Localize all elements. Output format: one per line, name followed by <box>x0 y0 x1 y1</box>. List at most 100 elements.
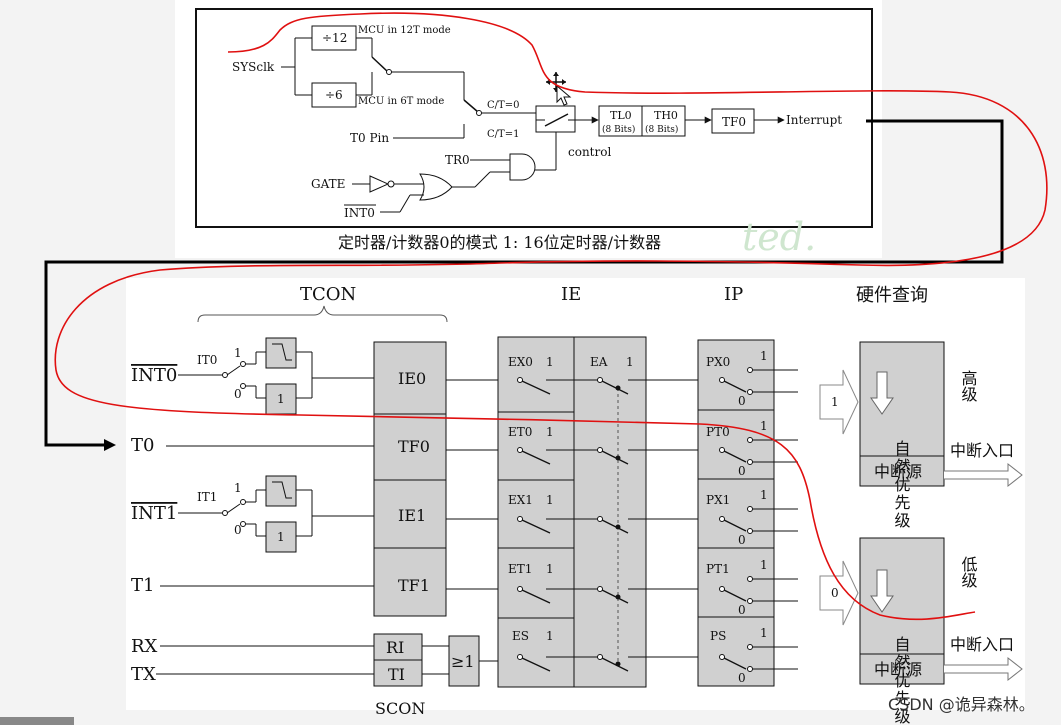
it1-one: 1 <box>234 481 242 495</box>
entry-label-2: 中断入口 <box>950 635 1014 654</box>
move-cursor-icon <box>546 72 572 106</box>
pt0-one: 1 <box>760 419 768 433</box>
red-annotation-loop <box>54 12 1048 621</box>
ie-ex1: EX1 <box>508 493 533 507</box>
scon-flags: RI TI SCON ≥1 <box>156 633 498 718</box>
flag-ie0: IE0 <box>398 369 426 388</box>
high-priority-arrow <box>819 369 859 435</box>
not-gate <box>369 175 390 193</box>
low-level-label: 低级 <box>959 556 978 588</box>
level-box <box>265 383 297 415</box>
entry-label-1: 中断入口 <box>950 441 1014 460</box>
tl0-bits: (8 Bits) <box>602 124 635 135</box>
edge-detector-box <box>265 337 297 369</box>
flag-ti: TI <box>388 665 405 684</box>
scon-header: SCON <box>375 699 425 718</box>
it0-zero: 0 <box>234 387 242 401</box>
down-arrow-icon-2 <box>870 569 894 613</box>
interrupt-label: Interrupt <box>786 113 842 127</box>
th0-bits: (8 Bits) <box>645 124 678 135</box>
ip-px0: PX0 <box>706 355 730 369</box>
source-label-1: 中断源 <box>874 462 922 481</box>
divide-by-6-label: ÷6 <box>325 88 343 102</box>
ea-one: 1 <box>626 355 634 369</box>
level-box-one: 1 <box>277 392 285 406</box>
int1-input: INT1 <box>131 503 177 524</box>
ip-header: IP <box>724 284 743 305</box>
th0-register <box>641 105 686 137</box>
it0-label: IT0 <box>197 353 217 367</box>
ip-pt1: PT1 <box>706 562 730 576</box>
arrow-low-label: 0 <box>831 586 839 600</box>
ip-pt0: PT0 <box>706 425 730 439</box>
tr0-label: TR0 <box>445 153 470 167</box>
pt1-zero: 0 <box>738 603 746 617</box>
ie-et0: ET0 <box>508 425 532 439</box>
control-label: control <box>568 145 611 159</box>
ie-es: ES <box>512 629 529 643</box>
ip-px1: PX1 <box>706 493 730 507</box>
natural-priority-text-2: 自然优先级 <box>892 636 911 725</box>
px0-one: 1 <box>760 349 768 363</box>
px0-zero: 0 <box>738 394 746 408</box>
sysclk-label: SYSclk <box>232 60 275 74</box>
ct-select-switch <box>463 99 479 113</box>
interrupt-system-diagram: TCON IE IP 硬件查询 INT0 T0 INT1 T1 RX TX IT… <box>126 278 1025 725</box>
et1-one: 1 <box>546 562 554 576</box>
tcon-header: TCON <box>300 284 356 305</box>
ie-column: EX0 ET0 EX1 ET1 ES EA <box>497 336 647 688</box>
entry-arrow-1 <box>944 462 1023 488</box>
ie-et1: ET1 <box>508 562 532 576</box>
scroll-indicator <box>0 717 74 725</box>
it1-zero: 0 <box>234 523 242 537</box>
int0-input: INT0 <box>131 365 177 386</box>
flag-ri: RI <box>386 638 404 657</box>
rx-input: RX <box>131 636 158 657</box>
t0-input: T0 <box>131 435 154 456</box>
pt0-zero: 0 <box>738 464 746 478</box>
low-priority-arrow <box>819 560 859 626</box>
ex1-one: 1 <box>546 493 554 507</box>
gate-label: GATE <box>311 177 345 191</box>
flag-tf1: TF1 <box>398 576 430 595</box>
divide-by-6-box <box>311 82 357 108</box>
ct0-label: C/T=0 <box>487 100 519 111</box>
ip-ps: PS <box>710 629 726 643</box>
high-level-label: 高级 <box>959 370 978 402</box>
or-gate-scon <box>448 635 480 687</box>
tcon-brace <box>197 305 448 323</box>
tf0-flag-box <box>711 108 755 134</box>
it0-selector: IT0 1 0 1 <box>178 337 374 415</box>
t0-pin-label: T0 Pin <box>350 131 389 145</box>
th0-label: TH0 <box>654 109 678 122</box>
it1-label: IT1 <box>197 490 217 504</box>
watermark: ted. <box>742 215 816 259</box>
t1-input: T1 <box>131 575 154 596</box>
divide-by-12-label: ÷12 <box>322 31 347 45</box>
top-caption: 定时器/计数器0的模式 1: 16位定时器/计数器 <box>338 233 661 252</box>
level-box-one-2: 1 <box>277 530 285 544</box>
int0-input-label: INT0 <box>344 206 375 220</box>
tx-input: TX <box>131 664 156 685</box>
control-switch-box <box>535 105 576 133</box>
csdn-credit: CSDN @诡异森林。 <box>888 695 1035 714</box>
et0-one: 1 <box>546 425 554 439</box>
ie-switches: 1 1 1 1 <box>517 355 698 672</box>
tf0-label: TF0 <box>722 115 746 129</box>
px1-zero: 0 <box>738 533 746 547</box>
mode6-label: MCU in 6T mode <box>358 96 444 107</box>
pt1-one: 1 <box>760 558 768 572</box>
tl0-label: TL0 <box>610 109 632 122</box>
low-priority-block: 自然优先级 中断源 低级 中断入口 <box>859 537 1023 725</box>
high-priority-block: 自然优先级 中断源 高级 中断入口 <box>859 341 1023 530</box>
and-gate <box>509 153 536 181</box>
natural-priority-text-1: 自然优先级 <box>892 440 911 530</box>
flag-tf0: TF0 <box>398 437 430 456</box>
arrow-high-label: 1 <box>831 395 839 409</box>
flag-ie1: IE1 <box>398 506 426 525</box>
px1-one: 1 <box>760 488 768 502</box>
hw-query-header: 硬件查询 <box>856 285 928 306</box>
down-arrow-icon <box>870 371 894 415</box>
tcon-flags-column: IE0 TF0 IE1 TF1 <box>373 341 447 617</box>
